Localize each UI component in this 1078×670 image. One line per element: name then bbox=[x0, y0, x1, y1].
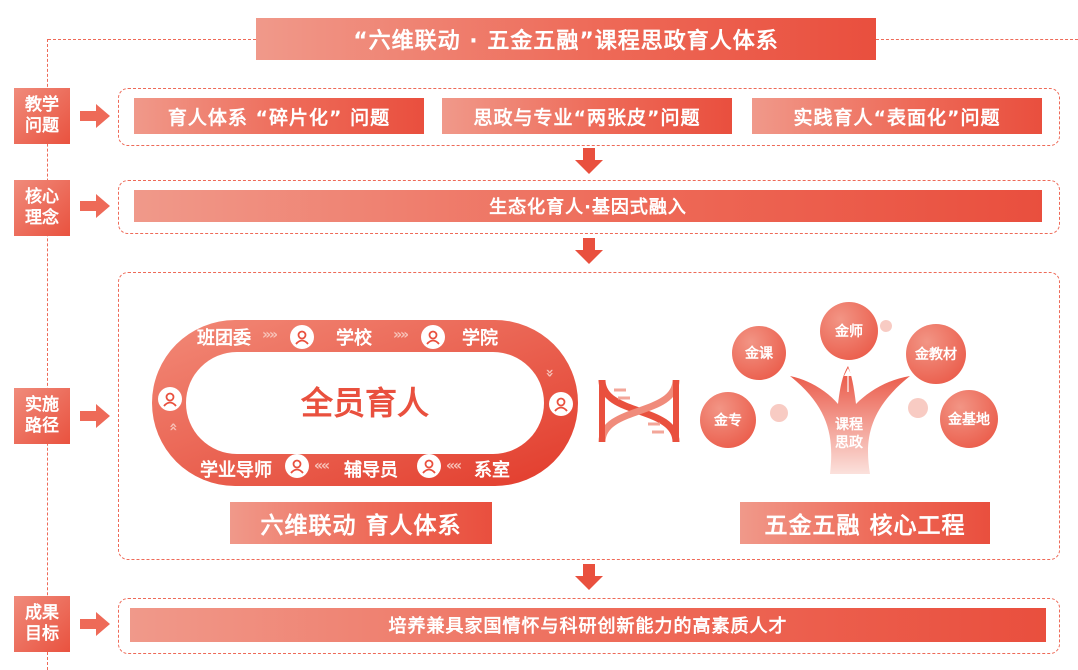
outer-frame-left bbox=[47, 39, 48, 670]
chevron-left-icon: «« bbox=[446, 458, 462, 474]
tree-trunk-label: 课程 思政 bbox=[835, 417, 863, 451]
tree-icon bbox=[790, 366, 910, 474]
person-icon bbox=[290, 325, 314, 349]
five-gold-caption: 五金五融 核心工程 bbox=[740, 502, 990, 544]
arrow-down-icon bbox=[575, 238, 603, 264]
outer-frame-top-left bbox=[48, 39, 256, 40]
decor-dot bbox=[770, 404, 788, 422]
gold-course: 金课 bbox=[732, 326, 786, 380]
arrow-right-icon bbox=[80, 612, 110, 636]
chevron-up-icon: » bbox=[165, 424, 182, 432]
person-icon bbox=[285, 454, 309, 478]
problem-superficial: 实践育人“表面化”问题 bbox=[752, 98, 1042, 134]
label-goal: 成果 目标 bbox=[14, 596, 70, 652]
six-dim-ring bbox=[152, 320, 578, 486]
problem-fragmented: 育人体系 “碎片化” 问题 bbox=[134, 98, 424, 134]
chevron-right-icon: »» bbox=[262, 327, 278, 343]
arrow-right-icon bbox=[80, 104, 110, 128]
decor-dot bbox=[908, 398, 928, 418]
dna-icon bbox=[598, 379, 680, 443]
label-concept: 核心 理念 bbox=[14, 180, 70, 236]
arrow-down-icon bbox=[575, 564, 603, 590]
gold-textbook: 金教材 bbox=[906, 324, 966, 384]
node-school: 学校 bbox=[336, 328, 372, 349]
gold-base: 金基地 bbox=[940, 390, 998, 448]
concept-bar: 生态化育人·基因式融入 bbox=[134, 190, 1042, 222]
arrow-down-icon bbox=[575, 148, 603, 174]
chevron-right-icon: »» bbox=[393, 327, 409, 343]
person-icon bbox=[421, 325, 445, 349]
node-academic-tutor: 学业导师 bbox=[200, 460, 272, 481]
decor-dot bbox=[880, 320, 892, 332]
node-class-committee: 班团委 bbox=[197, 328, 251, 349]
person-icon bbox=[158, 387, 182, 411]
arrow-right-icon bbox=[80, 404, 110, 428]
outer-frame-top-right bbox=[876, 39, 1078, 40]
six-dim-center: 全员育人 bbox=[300, 384, 429, 422]
chevron-left-icon: «« bbox=[314, 458, 330, 474]
gold-major: 金专 bbox=[700, 392, 756, 448]
page-title: “六维联动 · 五金五融”课程思政育人体系 bbox=[256, 18, 876, 60]
six-dim-caption: 六维联动 育人体系 bbox=[230, 502, 492, 544]
chevron-down-icon: » bbox=[541, 368, 558, 376]
arrow-right-icon bbox=[80, 194, 110, 218]
node-college: 学院 bbox=[462, 328, 498, 349]
problem-two-skins: 思政与专业“两张皮”问题 bbox=[442, 98, 732, 134]
label-path: 实施 路径 bbox=[14, 388, 70, 444]
person-icon bbox=[549, 392, 573, 416]
node-department: 系室 bbox=[474, 460, 510, 481]
gold-teacher: 金师 bbox=[820, 302, 878, 360]
person-icon bbox=[417, 454, 441, 478]
goal-bar: 培养兼具家国情怀与科研创新能力的高素质人才 bbox=[130, 608, 1046, 642]
node-counselor: 辅导员 bbox=[344, 460, 398, 481]
label-problems: 教学 问题 bbox=[14, 88, 70, 144]
